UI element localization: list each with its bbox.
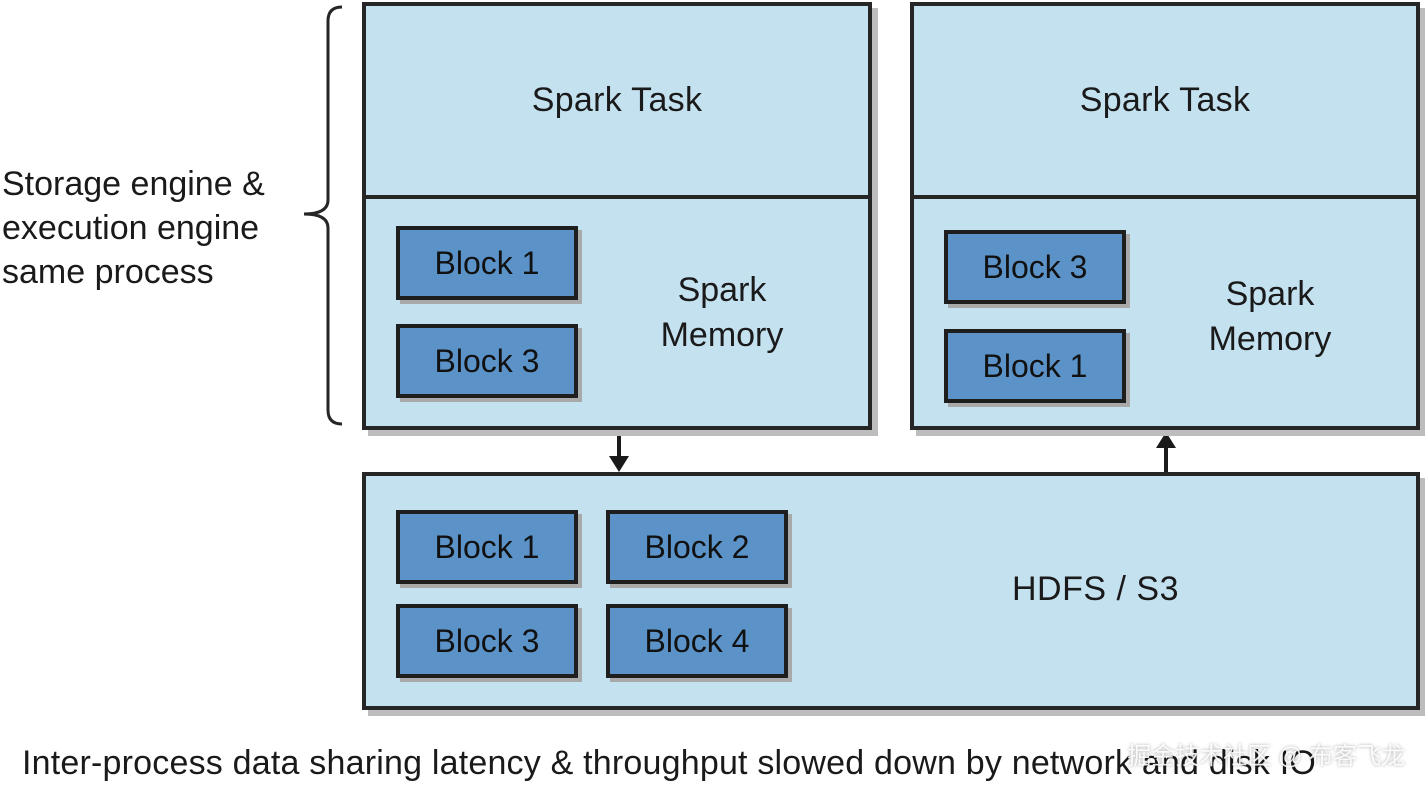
right-memory-block: Block 1 [944,329,1126,403]
left-spark-memory-label: Spark Memory [660,271,784,354]
diagram-caption: Inter-process data sharing latency & thr… [22,744,1316,782]
left-spark-node: Spark Task Block 1 Block 3 Spark Memory [362,2,872,430]
left-memory-block: Block 3 [396,324,578,398]
storage-hdfs-s3: Block 1 Block 2 Block 3 Block 4 HDFS / S… [362,472,1420,710]
arrow-up-head [1156,432,1176,448]
side-label: Storage engine & execution engine same p… [2,165,265,291]
storage-label: HDFS / S3 [1012,570,1179,608]
left-memory-block: Block 1 [396,226,578,300]
storage-block: Block 3 [396,604,578,678]
process-brace [303,5,343,426]
left-spark-task: Spark Task [366,6,868,199]
right-memory-block: Block 3 [944,230,1126,304]
storage-block: Block 2 [606,510,788,584]
right-spark-task: Spark Task [914,6,1416,199]
storage-block: Block 1 [396,510,578,584]
arrow-down-head [609,456,629,472]
right-spark-memory-label: Spark Memory [1208,275,1332,358]
right-spark-node: Spark Task Block 3 Block 1 Spark Memory [910,2,1420,430]
storage-block: Block 4 [606,604,788,678]
watermark: 掘金技术社区 @ 布客飞龙 [1127,743,1405,770]
